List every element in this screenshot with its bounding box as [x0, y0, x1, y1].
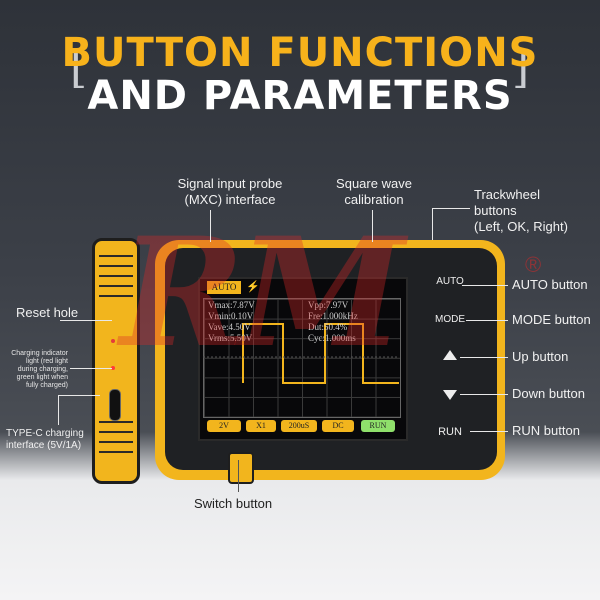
- watermark-logo: RM: [120, 205, 405, 381]
- title-line-1: BUTTON FUNCTIONS: [61, 30, 539, 76]
- device-side-view: [92, 238, 140, 484]
- trackwheel-line-v: [432, 208, 433, 240]
- registered-mark: ®: [525, 252, 542, 277]
- auto-button[interactable]: AUTO: [436, 276, 464, 287]
- probe-line: [210, 210, 211, 242]
- mode-button[interactable]: MODE: [435, 314, 465, 325]
- signal-probe-label: Signal input probe (MXC) interface: [177, 176, 283, 207]
- charging-indicator-light: [111, 366, 115, 370]
- status-probe: X1: [246, 420, 276, 432]
- triangle-down-icon[interactable]: [443, 390, 457, 400]
- triangle-up-icon[interactable]: [443, 350, 457, 360]
- auto-button-label: AUTO button: [512, 277, 588, 292]
- run-line: [470, 431, 508, 432]
- run-button-label: RUN button: [512, 423, 580, 438]
- down-button-label: Down button: [512, 386, 585, 401]
- status-run: RUN: [361, 420, 395, 432]
- typec-line-v: [58, 395, 59, 425]
- trackwheel-line-h: [432, 208, 470, 209]
- square-waveform: [203, 323, 399, 384]
- charging-indicator-label: Charging indicator light (red light duri…: [11, 350, 68, 389]
- up-button-label: Up button: [512, 349, 569, 364]
- left-bracket: [: [70, 42, 88, 93]
- indicator-line: [70, 368, 112, 369]
- square-wave-label: Square wave calibration: [336, 176, 412, 207]
- typec-line-h: [58, 395, 100, 396]
- title-line-2: AND PARAMETERS: [87, 73, 513, 119]
- switch-button[interactable]: [228, 452, 254, 484]
- auto-line: [462, 285, 508, 286]
- measurements-left: Vmax:7.87V Vmin:0.10V Vave:4.50V Vrms:5.…: [208, 300, 255, 343]
- reset-hole: [111, 339, 115, 343]
- up-line: [460, 357, 508, 358]
- trackwheel-label: Trackwheel buttons (Left, OK, Right): [474, 187, 568, 234]
- down-line: [460, 394, 508, 395]
- lightning-icon: ⚡: [246, 281, 260, 293]
- right-bracket: ]: [512, 42, 530, 93]
- scope-grid: [203, 298, 401, 418]
- reset-hole-label: Reset hole: [16, 305, 79, 320]
- run-button[interactable]: RUN: [438, 426, 462, 438]
- square-wave-line: [372, 210, 373, 242]
- status-volt: 2V: [207, 420, 241, 432]
- switch-button-label: Switch button: [194, 496, 273, 511]
- typec-label: TYPE-C charging interface (5V/1A): [6, 428, 84, 451]
- switch-line: [238, 460, 239, 492]
- mode-tab: AUTO: [207, 281, 241, 294]
- status-coupling: DC: [322, 420, 354, 432]
- status-timebase: 200uS: [281, 420, 317, 432]
- mode-line: [466, 320, 508, 321]
- reset-line: [60, 320, 112, 321]
- mode-button-label: MODE button: [512, 312, 591, 327]
- measurements-right: Vpp:7.97V Fre:1.000kHz Dut:50.4% Cyc:1.0…: [308, 300, 358, 343]
- typec-port: [109, 389, 121, 421]
